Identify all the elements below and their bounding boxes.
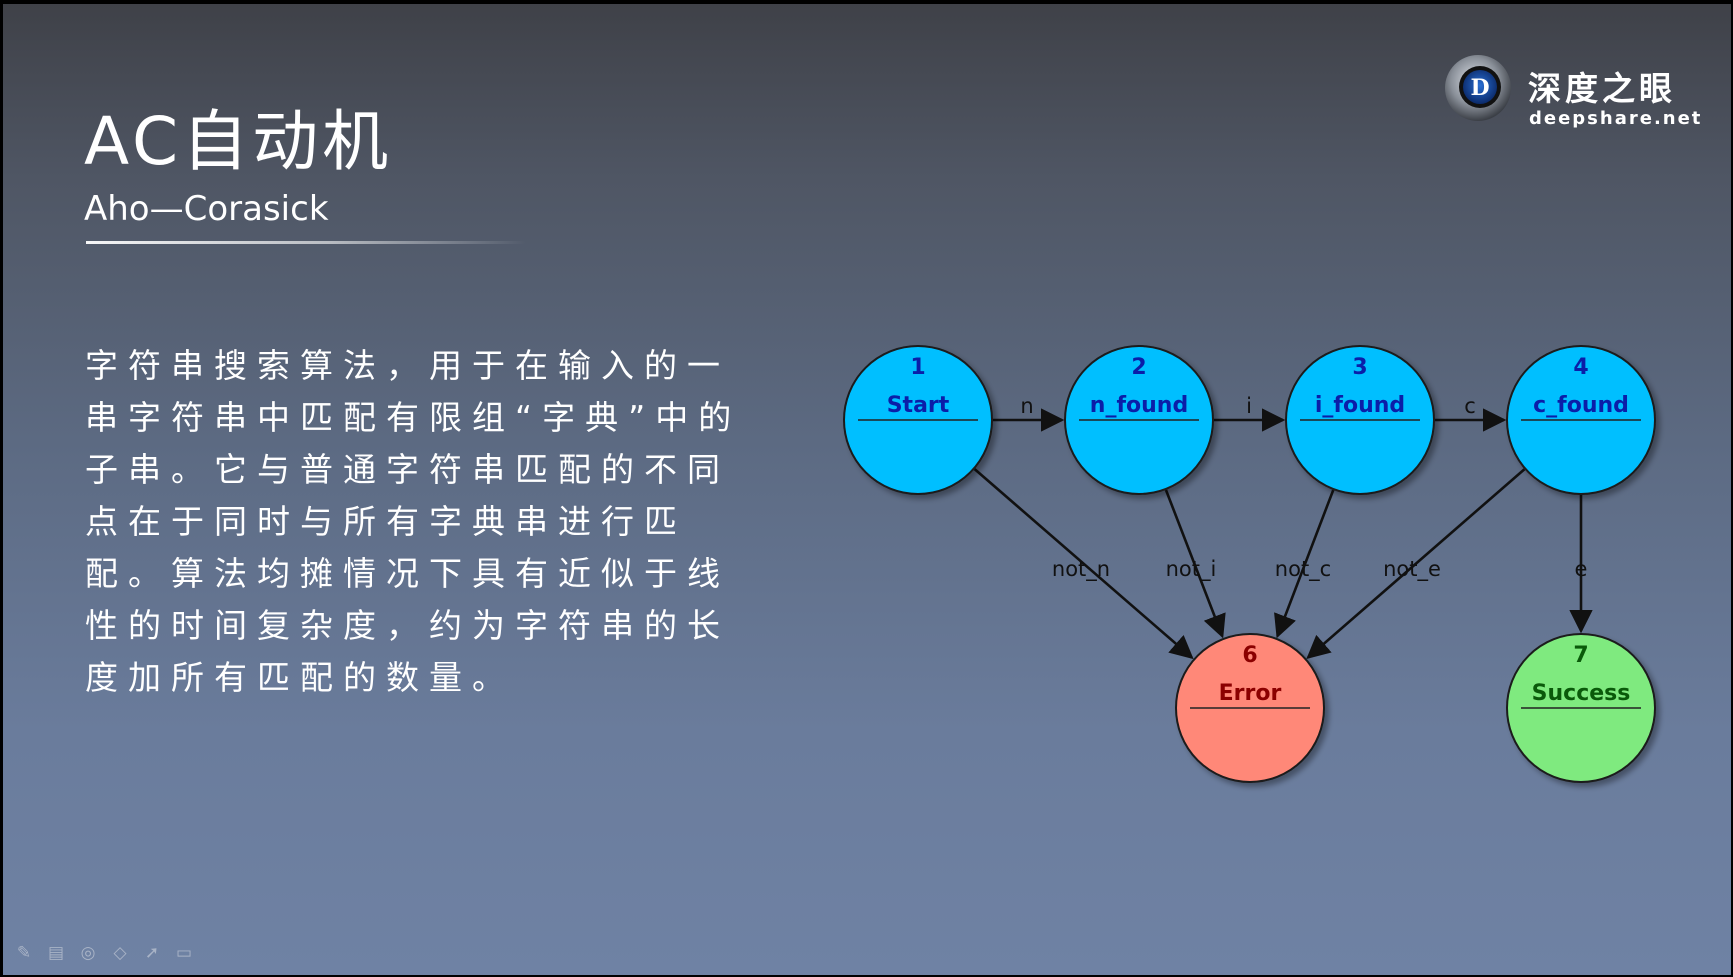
- state-node-4: 4 c_found: [1506, 345, 1656, 495]
- edge-label: n: [1020, 394, 1033, 418]
- edge-line: [1164, 489, 1226, 639]
- edge-label: not_n: [1052, 557, 1110, 582]
- edge-label: not_c: [1275, 557, 1331, 582]
- palette-icon[interactable]: ◎: [80, 943, 96, 963]
- slide-subtitle: Aho—Corasick: [84, 189, 329, 229]
- node-label: i_found: [1315, 393, 1405, 418]
- edge-4-6: not_e: [1306, 468, 1526, 659]
- edge-label: i: [1246, 394, 1252, 418]
- slides-icon[interactable]: ▤: [47, 943, 65, 963]
- node-number: 3: [1352, 355, 1367, 380]
- eye-logo-icon: D: [1445, 55, 1511, 121]
- logo-url: deepshare.net: [1529, 108, 1703, 129]
- edge-4-7: e: [1569, 495, 1593, 634]
- edge-3-6: not_c: [1274, 489, 1335, 639]
- logo: D 深度之眼 deepshare.net: [1441, 54, 1731, 134]
- slide: AC自动机 Aho—Corasick 字符串搜索算法，用于在输入的一串字符串中匹…: [3, 4, 1731, 975]
- edge-2-3: i: [1214, 394, 1286, 432]
- node-label: c_found: [1533, 393, 1629, 418]
- state-node-3: 3 i_found: [1285, 345, 1435, 495]
- node-number: 6: [1242, 643, 1257, 668]
- subtitle-divider: [86, 241, 526, 244]
- node-number: 2: [1131, 355, 1146, 380]
- edge-line: [973, 468, 1194, 660]
- edge-2-6: not_i: [1164, 489, 1226, 639]
- eraser-icon[interactable]: ◇: [113, 943, 127, 963]
- presentation-toolbar: ✎ ▤ ◎ ◇ ➚ ▭: [13, 940, 195, 966]
- node-label: Success: [1532, 681, 1631, 706]
- edge-3-4: c: [1435, 394, 1507, 432]
- edge-label: e: [1575, 557, 1588, 581]
- node-number: 7: [1573, 643, 1588, 668]
- edge-label: not_i: [1166, 557, 1217, 582]
- edge-label: not_e: [1383, 557, 1441, 582]
- edge-label: c: [1464, 394, 1476, 418]
- svg-text:D: D: [1470, 75, 1489, 101]
- edge-line: [1274, 489, 1335, 639]
- edge-1-6: not_n: [973, 468, 1194, 660]
- node-label: n_found: [1090, 393, 1188, 418]
- node-number: 1: [910, 355, 925, 380]
- node-label: Start: [887, 393, 950, 418]
- video-icon[interactable]: ▭: [175, 943, 193, 963]
- node-number: 4: [1573, 355, 1588, 380]
- slide-title: AC自动机: [84, 103, 393, 180]
- edge-1-2: n: [993, 394, 1065, 432]
- edge-line: [1306, 468, 1526, 659]
- body-paragraph: 字符串搜索算法，用于在输入的一串字符串中匹配有限组“字典”中的子串。它与普通字符…: [85, 346, 742, 697]
- node-label: Error: [1219, 681, 1282, 706]
- pointer-icon[interactable]: ➚: [144, 943, 160, 963]
- state-node-2: 2 n_found: [1064, 345, 1214, 495]
- logo-name: 深度之眼: [1528, 69, 1676, 108]
- pencil-icon[interactable]: ✎: [16, 943, 32, 963]
